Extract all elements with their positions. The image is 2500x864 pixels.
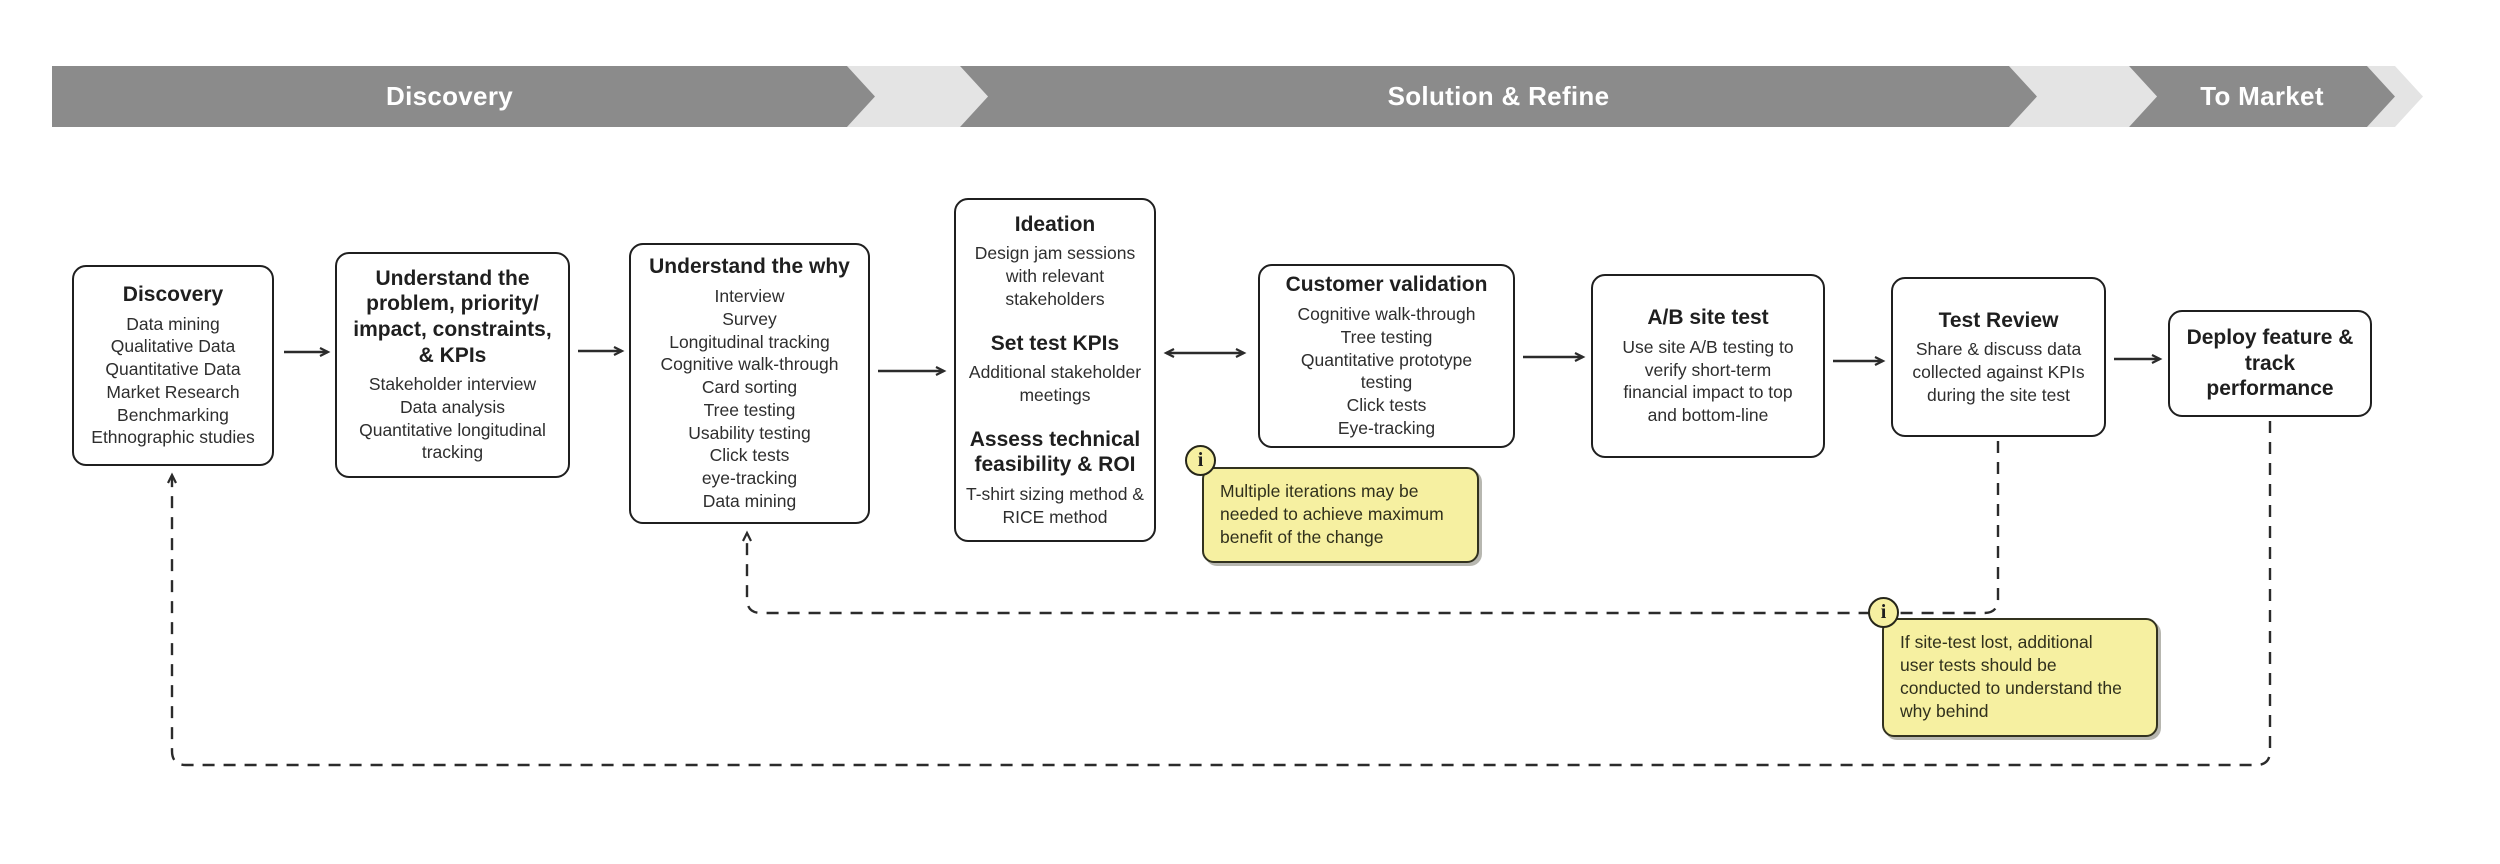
box-body: Data mining Qualitative Data Quantitativ… bbox=[91, 313, 255, 448]
process-box-understand-why: Understand the why Interview Survey Long… bbox=[629, 243, 870, 524]
box-body: Additional stakeholder meetings bbox=[968, 362, 1142, 405]
process-box-understand-problem: Understand the problem, priority/ impact… bbox=[335, 252, 570, 478]
process-box-deploy: Deploy feature & track performance bbox=[2168, 310, 2372, 417]
box-body: Share & discuss data collected against K… bbox=[1912, 339, 2085, 405]
box-title: Understand the why bbox=[649, 255, 850, 279]
phase-chevron-to-market: To Market bbox=[2129, 66, 2395, 127]
info-icon: i bbox=[1185, 445, 1216, 476]
box-body: Interview Survey Longitudinal tracking C… bbox=[660, 286, 839, 511]
box-body: Stakeholder interview Data analysis Quan… bbox=[359, 374, 546, 463]
process-box-ideation: Ideation Design jam sessions with releva… bbox=[954, 198, 1156, 542]
process-box-customer-validation: Customer validation Cognitive walk-throu… bbox=[1258, 264, 1515, 448]
box-body: Cognitive walk-through Tree testing Quan… bbox=[1297, 304, 1476, 438]
box-body: T-shirt sizing method & RICE method bbox=[966, 483, 1144, 527]
process-box-ab-site-test: A/B site test Use site A/B testing to ve… bbox=[1591, 274, 1825, 458]
feedback-loop-deploy-to-discovery bbox=[167, 421, 2272, 767]
phase-label-discovery: Discovery bbox=[386, 81, 513, 111]
phase-label-to-market: To Market bbox=[2200, 81, 2324, 111]
ideation-section: Ideation Design jam sessions with releva… bbox=[975, 212, 1135, 311]
phase-label-solution-refine: Solution & Refine bbox=[1387, 81, 1610, 111]
process-box-test-review: Test Review Share & discuss data collect… bbox=[1891, 277, 2106, 437]
box-title: Ideation bbox=[1014, 212, 1096, 236]
info-icon: i bbox=[1868, 597, 1899, 628]
sticky-note-site-test-lost: If site-test lost, additional user tests… bbox=[1882, 618, 2158, 737]
box-title: Assess technical feasibility & ROI bbox=[969, 427, 1141, 477]
box-body: Use site A/B testing to verify short-ter… bbox=[1622, 336, 1794, 426]
box-title: Customer validation bbox=[1285, 273, 1488, 297]
box-title: Discovery bbox=[122, 282, 224, 306]
box-body: Design jam sessions with relevant stakeh… bbox=[974, 243, 1136, 309]
ideation-section: Set test KPIs Additional stakeholder mee… bbox=[969, 331, 1141, 407]
box-title: A/B site test bbox=[1647, 306, 1769, 330]
sticky-note-iterations: Multiple iterations may be needed to ach… bbox=[1202, 467, 1479, 563]
phase-chevron-solution-refine: Solution & Refine bbox=[960, 66, 2037, 127]
box-title: Test Review bbox=[1938, 308, 2059, 332]
phase-chevron-discovery: Discovery bbox=[52, 66, 875, 127]
process-box-discovery: Discovery Data mining Qualitative Data Q… bbox=[72, 265, 274, 466]
box-title: Set test KPIs bbox=[990, 331, 1120, 355]
ideation-section: Assess technical feasibility & ROI T-shi… bbox=[966, 427, 1144, 529]
box-title: Deploy feature & track performance bbox=[2186, 326, 2354, 401]
box-title: Understand the problem, priority/ impact… bbox=[353, 266, 552, 367]
